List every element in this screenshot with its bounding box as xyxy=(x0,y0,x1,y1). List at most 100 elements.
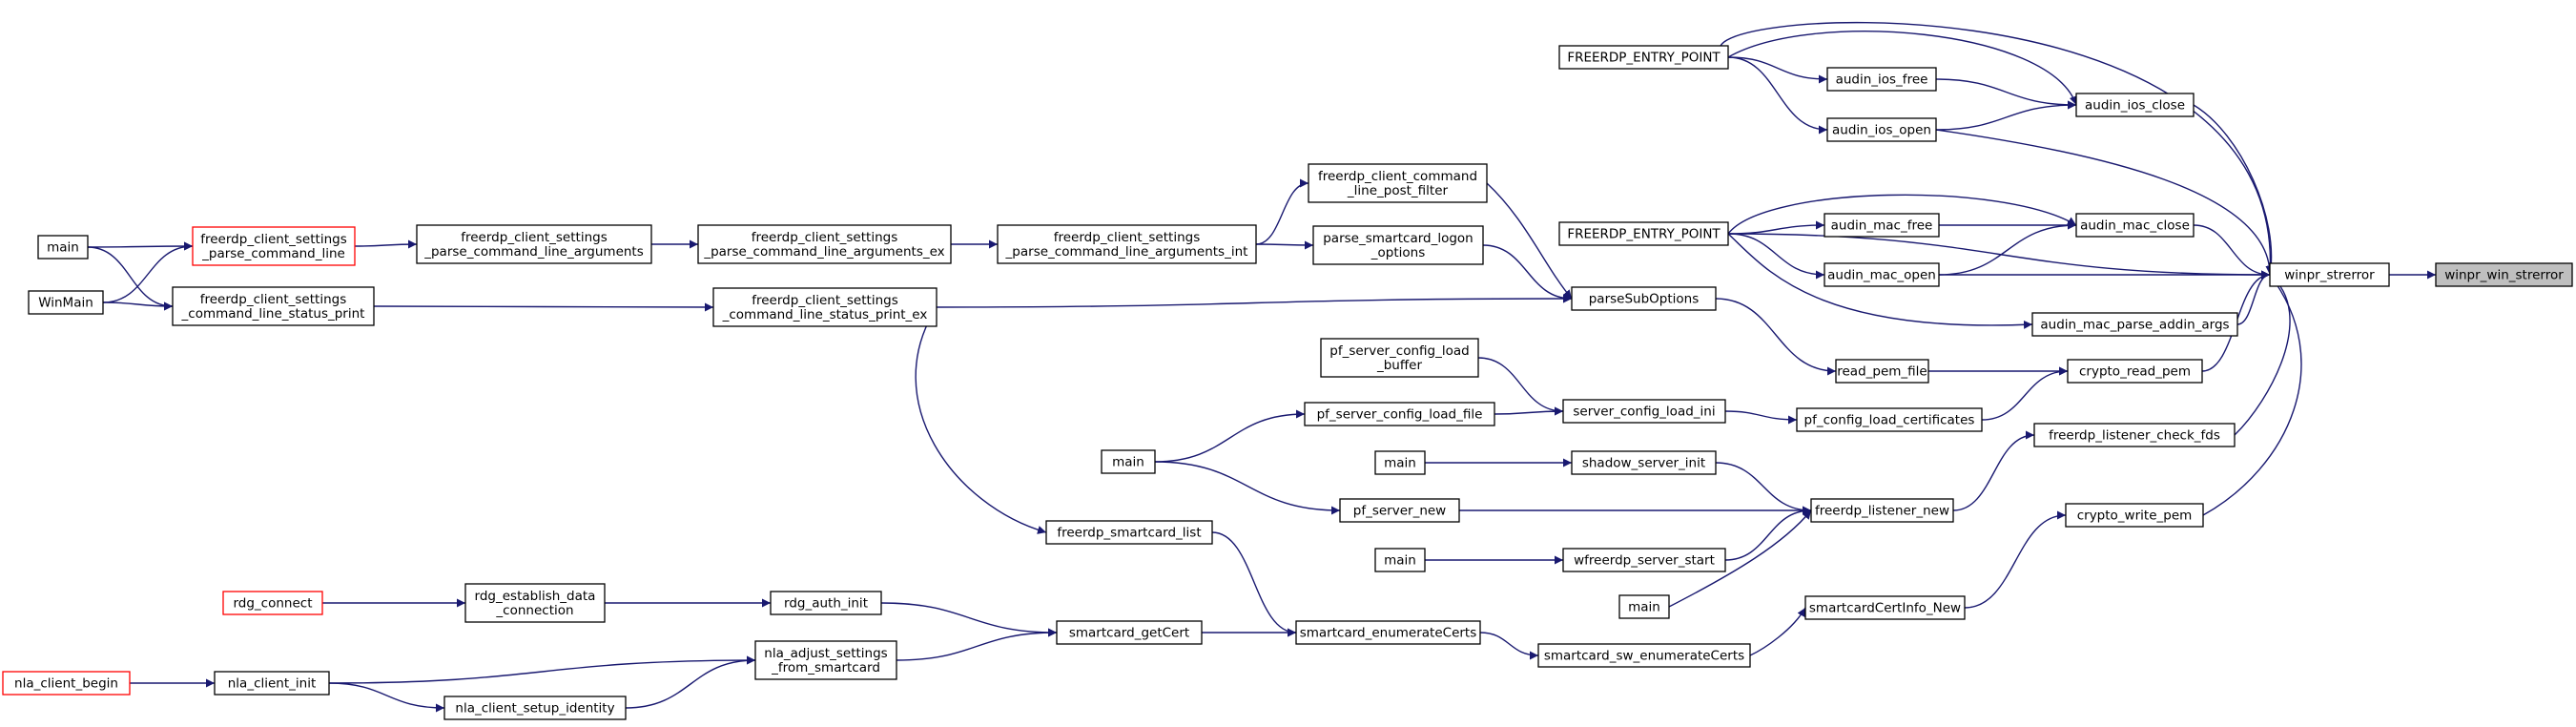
node-winmain[interactable]: WinMain xyxy=(28,290,104,315)
node-nla-client-init[interactable]: nla_client_init xyxy=(214,671,330,696)
node-label: main xyxy=(1384,553,1416,569)
node-box xyxy=(172,286,375,326)
node-pf-server-config-load-buffer[interactable]: pf_server_config_load_buffer xyxy=(1320,338,1479,378)
node-crypto-read-pem[interactable]: crypto_read_pem xyxy=(2067,359,2203,384)
node-main-cli[interactable]: main xyxy=(37,235,89,260)
node-shadow-server-init[interactable]: shadow_server_init xyxy=(1571,450,1717,475)
node-freerdp-client-settings-parse-command-line-arguments-int[interactable]: freerdp_client_settings_parse_command_li… xyxy=(997,224,1257,264)
edge-audin-ios-close-to-winpr-strerror xyxy=(2193,104,2276,276)
node-label: audin_mac_close xyxy=(2080,218,2190,234)
node-nla-adjust-settings-from-smartcard[interactable]: nla_adjust_settings_from_smartcard xyxy=(754,640,897,680)
edge-path xyxy=(1211,531,1297,637)
node-parsesuboptions[interactable]: parseSubOptions xyxy=(1571,286,1717,311)
node-label: _command_line_status_print_ex xyxy=(722,307,928,322)
node-audin-mac-open[interactable]: audin_mac_open xyxy=(1824,262,1940,287)
node-main-wf[interactable]: main xyxy=(1374,548,1426,572)
node-audin-mac-parse-addin-args[interactable]: audin_mac_parse_addin_args xyxy=(2031,312,2238,337)
node-main-shadow[interactable]: main xyxy=(1374,450,1426,475)
node-freerdp-smartcard-list[interactable]: freerdp_smartcard_list xyxy=(1045,520,1213,545)
edge-fep-ios-to-audin-ios-close xyxy=(1727,31,2078,106)
node-label: pf_server_config_load xyxy=(1329,343,1469,359)
edge-path xyxy=(1482,244,1573,303)
node-wfreerdp-server-start[interactable]: wfreerdp_server_start xyxy=(1562,548,1726,572)
node-pf-server-config-load-file[interactable]: pf_server_config_load_file xyxy=(1304,402,1495,426)
node-main-pf[interactable]: main xyxy=(1101,449,1156,474)
node-label: freerdp_client_settings xyxy=(752,293,897,308)
edge-path xyxy=(102,301,174,311)
edge-path xyxy=(1494,406,1564,416)
node-read-pem-file[interactable]: read_pem_file xyxy=(1835,359,1929,384)
node-pf-server-new[interactable]: pf_server_new xyxy=(1339,498,1460,523)
edge-path xyxy=(1715,298,1837,376)
edge-freerdp-client-settings-parse-command-line-to-freerdp-client-settings-parse-command-line-arguments xyxy=(354,239,418,249)
node-label: main xyxy=(1112,455,1144,470)
edge-path xyxy=(1935,100,2077,131)
edge-path xyxy=(1935,129,2275,276)
node-server-config-load-ini[interactable]: server_config_load_ini xyxy=(1562,399,1726,424)
node-freerdp-client-settings-command-line-status-print[interactable]: freerdp_client_settings_command_line_sta… xyxy=(172,286,375,326)
node-label: _from_smartcard xyxy=(771,660,880,675)
node-box xyxy=(464,583,606,623)
node-smartcard-getcert[interactable]: smartcard_getCert xyxy=(1056,620,1203,645)
edge-fep-mac-to-audin-mac-free xyxy=(1727,220,1825,235)
node-label: _buffer xyxy=(1376,358,1422,373)
node-freerdp-listener-check-fds[interactable]: freerdp_listener_check_fds xyxy=(2033,423,2236,447)
node-box xyxy=(2075,213,2195,238)
node-crypto-write-pem[interactable]: crypto_write_pem xyxy=(2065,503,2204,528)
edge-path xyxy=(373,302,714,312)
edge-freerdp-client-settings-command-line-status-print-ex-to-parsesuboptions xyxy=(936,294,1573,308)
node-audin-ios-open[interactable]: audin_ios_open xyxy=(1826,117,1937,142)
node-box xyxy=(1101,449,1156,474)
node-rdg-establish-data-connection[interactable]: rdg_establish_data_connection xyxy=(464,583,606,623)
node-audin-mac-free[interactable]: audin_mac_free xyxy=(1824,213,1940,238)
node-freerdp-client-settings-parse-command-line[interactable]: freerdp_client_settings_parse_command_li… xyxy=(192,226,356,266)
node-audin-ios-close[interactable]: audin_ios_close xyxy=(2075,93,2195,117)
node-smartcard-sw-enumeratecerts[interactable]: smartcard_sw_enumerateCerts xyxy=(1537,643,1751,668)
node-freerdp-client-settings-parse-command-line-arguments-ex[interactable]: freerdp_client_settings_parse_command_li… xyxy=(697,224,952,264)
edge-path xyxy=(87,246,174,311)
node-box xyxy=(1320,338,1479,378)
node-box xyxy=(1562,399,1726,424)
node-main-listener[interactable]: main xyxy=(1618,594,1670,619)
node-label: audin_mac_open xyxy=(1827,268,1936,283)
node-smartcardcertinfo-new[interactable]: smartcardCertInfo_New xyxy=(1804,595,1966,620)
edge-path xyxy=(328,655,756,684)
node-freerdp-client-settings-parse-command-line-arguments[interactable]: freerdp_client_settings_parse_command_li… xyxy=(416,224,652,264)
node-nla-client-begin[interactable]: nla_client_begin xyxy=(2,671,131,696)
edge-fep-mac-to-audin-mac-open xyxy=(1727,233,1825,280)
node-label: _parse_command_line_arguments_int xyxy=(1005,244,1248,260)
node-box xyxy=(1045,520,1213,545)
node-parse-smartcard-logon-options[interactable]: parse_smartcard_logon_options xyxy=(1312,225,1484,265)
node-label: main xyxy=(1628,600,1660,615)
node-smartcard-enumeratecerts[interactable]: smartcard_enumerateCerts xyxy=(1295,620,1481,645)
node-pf-config-load-certificates[interactable]: pf_config_load_certificates xyxy=(1796,407,1983,432)
edge-path xyxy=(1719,21,2276,276)
edge-main-cli-to-freerdp-client-settings-parse-command-line xyxy=(87,241,194,251)
edge-path xyxy=(1724,410,1798,425)
node-rdg-auth-init[interactable]: rdg_auth_init xyxy=(770,591,882,615)
node-box xyxy=(1826,67,1937,92)
node-freerdp-listener-new[interactable]: freerdp_listener_new xyxy=(1810,498,1954,523)
node-label: nla_client_begin xyxy=(14,676,118,692)
node-nla-client-setup-identity[interactable]: nla_client_setup_identity xyxy=(443,696,627,720)
node-label: freerdp_client_settings xyxy=(461,230,607,245)
node-box xyxy=(1056,620,1203,645)
node-winpr-win-strerror[interactable]: winpr_win_strerror xyxy=(2435,262,2573,287)
node-rdg-connect[interactable]: rdg_connect xyxy=(222,591,323,615)
node-fep-ios[interactable]: FREERDP_ENTRY_POINT xyxy=(1558,45,1729,70)
node-label: pf_server_new xyxy=(1353,504,1446,519)
node-winpr-strerror[interactable]: winpr_strerror xyxy=(2269,262,2390,287)
node-freerdp-client-command-line-post-filter[interactable]: freerdp_client_command_line_post_filter xyxy=(1308,163,1488,203)
node-label: freerdp_client_settings xyxy=(1054,230,1200,245)
node-audin-ios-free[interactable]: audin_ios_free xyxy=(1826,67,1937,92)
node-label: _connection xyxy=(495,603,573,618)
node-fep-mac[interactable]: FREERDP_ENTRY_POINT xyxy=(1558,221,1729,246)
node-box xyxy=(2435,262,2573,287)
edge-main-listener-to-freerdp-listener-new xyxy=(1668,509,1812,608)
node-label: shadow_server_init xyxy=(1582,456,1705,471)
node-box xyxy=(997,224,1257,264)
node-audin-mac-close[interactable]: audin_mac_close xyxy=(2075,213,2195,238)
edge-rdg-auth-init-to-smartcard-getcert xyxy=(880,602,1058,637)
node-freerdp-client-settings-command-line-status-print-ex[interactable]: freerdp_client_settings_command_line_sta… xyxy=(712,287,938,327)
